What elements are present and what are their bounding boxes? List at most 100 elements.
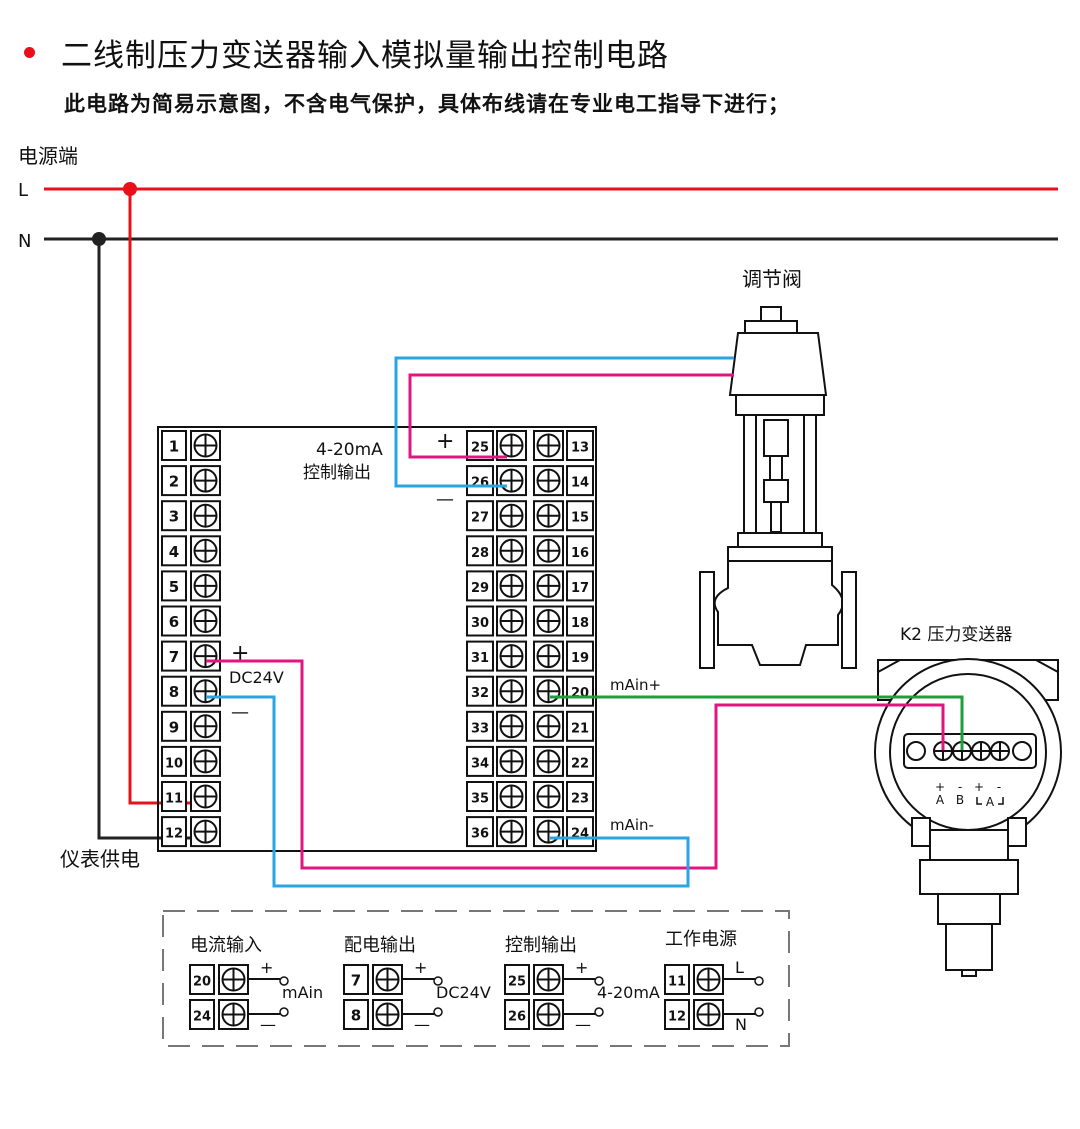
- screw-icon: [533, 675, 564, 707]
- screw-icon: [190, 605, 221, 637]
- legend-terminal-top-number: 11: [668, 975, 686, 990]
- terminal-32-number: 32: [471, 686, 489, 701]
- dc24v-plus-wire: [206, 659, 945, 870]
- power-source-label: 电源端: [18, 144, 78, 168]
- screw-icon: [496, 781, 527, 812]
- terminal-14: 14: [566, 465, 594, 497]
- screw-icon: [496, 710, 527, 742]
- pressure-transmitter: [874, 658, 1062, 977]
- terminal-screw-icon: [906, 741, 926, 761]
- terminal-36-number: 36: [471, 827, 489, 842]
- legend-title: 电流输入: [190, 935, 262, 956]
- transmitter-terminal-label: -: [958, 780, 962, 794]
- legend-terminal-top-number: 25: [508, 975, 526, 990]
- terminal-20: 20: [566, 675, 594, 707]
- connector-icon: [594, 976, 604, 986]
- terminal-15: 15: [566, 500, 594, 532]
- legend-value: DC24V: [436, 983, 491, 1002]
- screw-icon: [496, 675, 527, 707]
- legend-terminal-bottom: 12: [664, 999, 690, 1030]
- terminal-4: 4: [161, 535, 187, 567]
- terminal-12-number: 12: [165, 827, 183, 842]
- legend-minus: —: [575, 1015, 591, 1034]
- legend: 电流输入2024+—mAin配电输出78+—DC24V控制输出2526+—4-2…: [189, 929, 764, 1034]
- terminal-4-number: 4: [169, 543, 179, 561]
- transmitter-terminal-labels: +A-B+-A: [935, 780, 1004, 809]
- output-plus-sign: +: [436, 429, 454, 454]
- legend-terminal-bottom: 26: [504, 999, 530, 1030]
- screw-icon: [533, 465, 564, 497]
- dc24v-label: DC24V: [229, 668, 284, 687]
- legend-plus: +: [260, 958, 273, 977]
- terminal-28: 28: [466, 535, 494, 567]
- legend-plus: +: [575, 958, 588, 977]
- screw-icon: [533, 535, 564, 567]
- terminal-31-number: 31: [471, 651, 489, 666]
- terminal-5-number: 5: [169, 578, 179, 596]
- legend-terminal-bottom-number: 8: [351, 1007, 361, 1025]
- transmitter-terminal-label: -: [997, 780, 1001, 794]
- transmitter-terminal-label: B: [956, 793, 964, 807]
- transmitter-terminal-label: A: [936, 793, 945, 807]
- transmitter-terminal-label: +: [935, 780, 945, 794]
- terminal-22-number: 22: [571, 756, 589, 771]
- screw-icon: [693, 999, 724, 1030]
- output-label-ma: 4-20mA: [316, 440, 383, 460]
- legend-terminal-bottom: 8: [343, 999, 369, 1030]
- terminal-13: 13: [566, 430, 594, 461]
- screw-icon: [533, 710, 564, 742]
- terminal-26: 26: [466, 465, 494, 497]
- terminal-29-number: 29: [471, 581, 489, 596]
- screw-icon: [533, 570, 564, 602]
- screw-icon: [372, 999, 403, 1030]
- terminal-31: 31: [466, 640, 494, 672]
- terminal-8-number: 8: [169, 683, 179, 701]
- terminal-36: 36: [466, 816, 494, 848]
- terminal-15-number: 15: [571, 511, 589, 526]
- page-subtitle: 此电路为简易示意图，不含电气保护，具体布线请在专业电工指导下进行；: [64, 92, 790, 116]
- screw-icon: [190, 640, 221, 672]
- terminal-11: 11: [161, 781, 187, 812]
- terminal-20-number: 20: [571, 686, 589, 701]
- legend-title: 控制输出: [505, 935, 577, 956]
- legend-terminal-top: 7: [343, 964, 369, 995]
- terminal-6: 6: [161, 605, 187, 637]
- terminal-5: 5: [161, 570, 187, 602]
- transmitter-label: K2 压力变送器: [900, 625, 1012, 645]
- legend-terminal-bottom: 24: [189, 999, 215, 1030]
- legend-minus: —: [414, 1015, 430, 1034]
- screw-icon: [218, 999, 249, 1030]
- screw-icon: [533, 745, 564, 777]
- screw-icon: [372, 964, 403, 995]
- terminal-2-number: 2: [169, 473, 179, 491]
- screw-icon: [190, 500, 221, 532]
- connector-icon: [433, 976, 443, 986]
- screw-icon: [496, 465, 527, 497]
- terminal-30-number: 30: [471, 616, 489, 631]
- screw-icon: [496, 745, 527, 777]
- screw-icon: [190, 675, 221, 707]
- screw-icon: [533, 999, 564, 1030]
- legend-terminal-top-number: 20: [193, 975, 211, 990]
- screw-icon: [693, 964, 724, 995]
- legend-value: mAin: [282, 983, 323, 1002]
- legend-terminal-top: 20: [189, 964, 215, 995]
- screw-icon: [190, 710, 221, 742]
- line-l-label: L: [18, 180, 28, 201]
- supply-label: 仪表供电: [60, 847, 140, 871]
- screw-icon: [190, 745, 221, 777]
- terminal-8: 8: [161, 675, 187, 707]
- control-valve: [699, 306, 857, 669]
- legend-terminal-top: 25: [504, 964, 530, 995]
- legend-box: [162, 910, 790, 1047]
- terminal-29: 29: [466, 570, 494, 602]
- legend-title: 工作电源: [665, 929, 737, 950]
- line-n-label: N: [18, 231, 31, 252]
- connector-icon: [433, 1007, 443, 1017]
